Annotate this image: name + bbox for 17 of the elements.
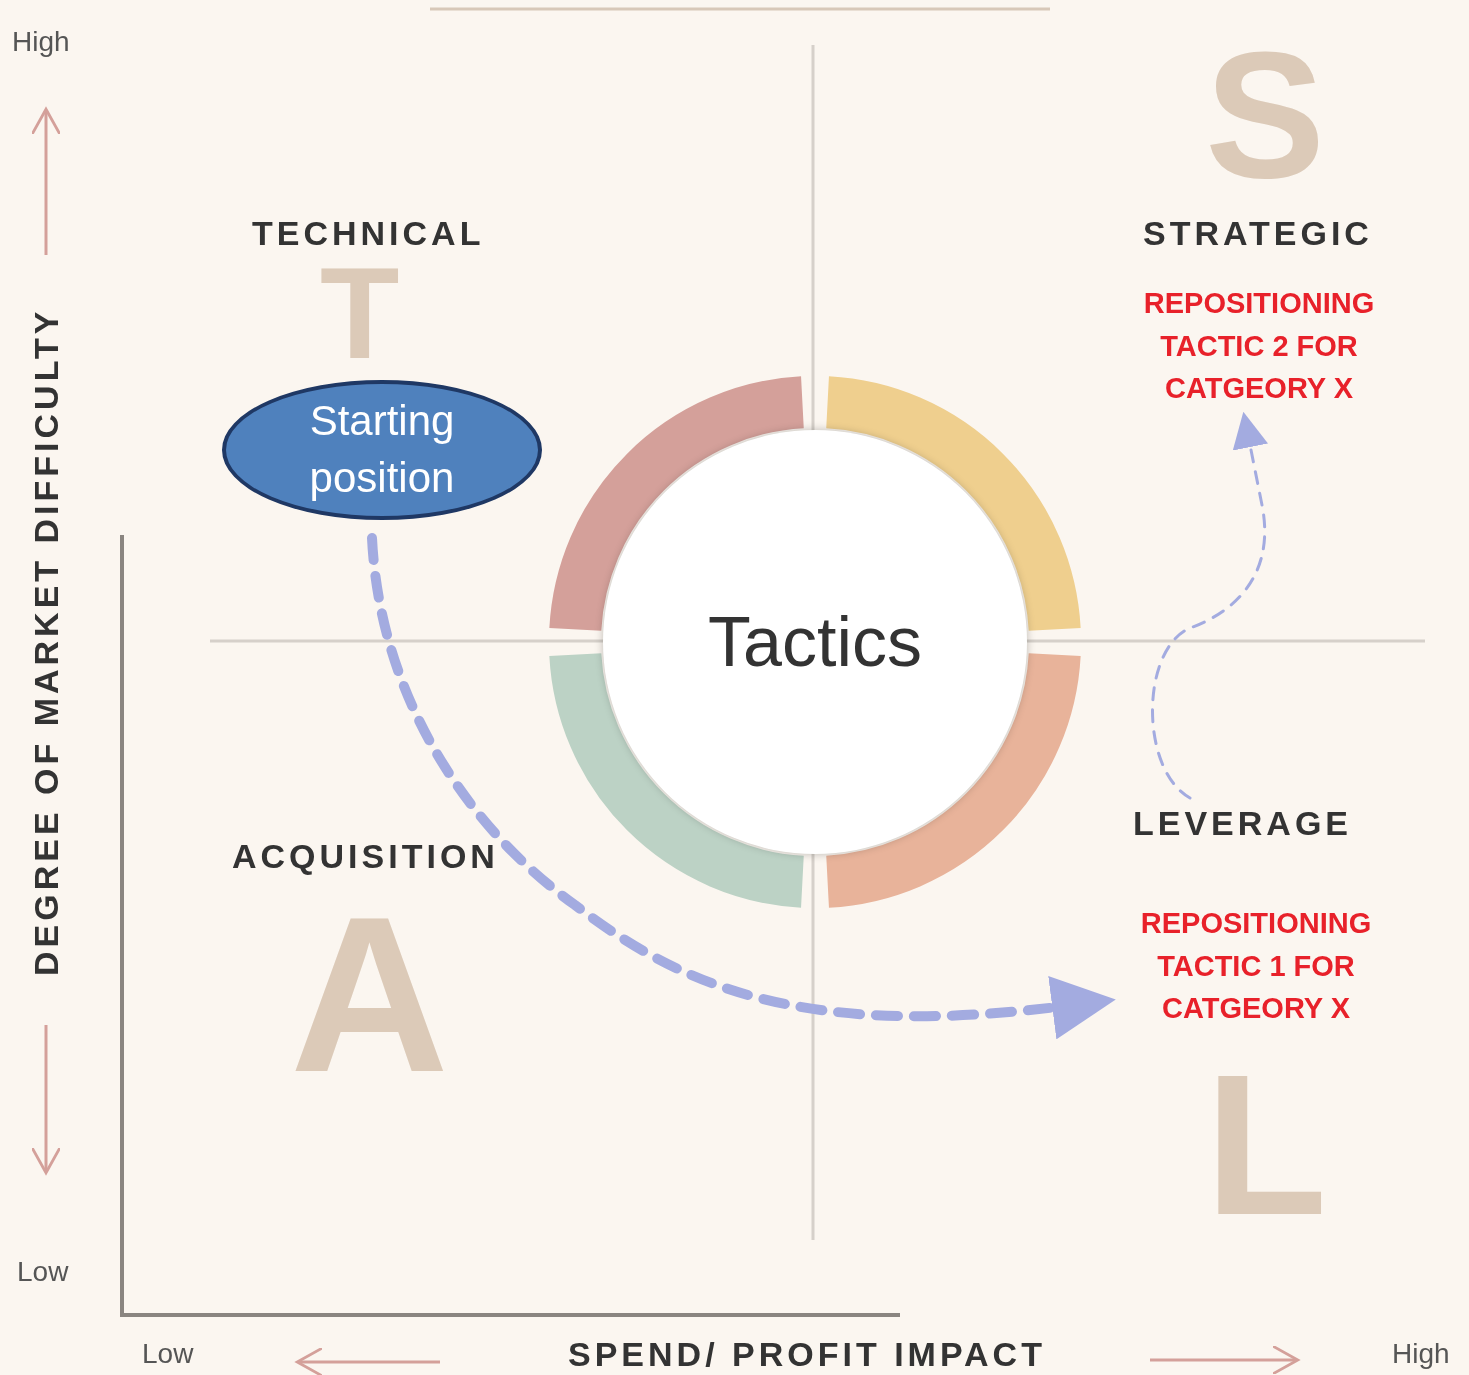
tactic-text: REPOSITIONING TACTIC 2 FOR CATGEORY X [1128,282,1390,410]
dashed-arrow [1151,411,1269,800]
axis-value: High [12,26,70,58]
axis-title: DEGREE OF MARKET DIFFICULTY [26,307,66,976]
dashed-arrow [367,533,1116,1040]
axis-value: High [1392,1338,1450,1370]
axis-title: SPEND/ PROFIT IMPACT [568,1335,1046,1374]
axis-value: Low [142,1338,194,1370]
start-ellipse: Starting position [222,380,542,520]
quadrant-title: LEVERAGE [1133,804,1353,843]
background-letter: L [1205,1045,1328,1245]
background-letter: A [290,885,449,1105]
quadrant-title: ACQUISITION [232,837,499,876]
axis-value: Low [17,1256,69,1288]
quadrant-title: STRATEGIC [1143,214,1373,253]
background-letter: S [1205,25,1326,205]
tactic-text: REPOSITIONING TACTIC 1 FOR CATGEORY X [1125,902,1387,1030]
